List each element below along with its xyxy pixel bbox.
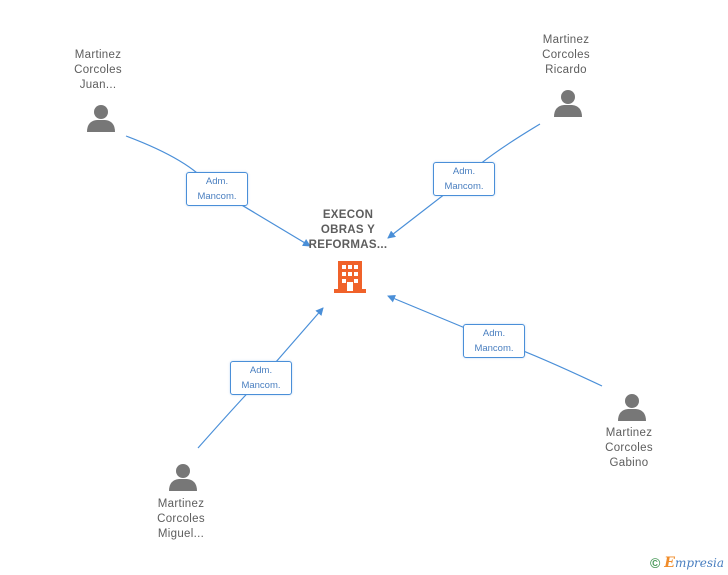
role-badge-juan[interactable]: Adm. Mancom. <box>186 172 248 206</box>
person-icon[interactable] <box>553 89 583 117</box>
role-badge-miguel[interactable]: Adm. Mancom. <box>230 361 292 395</box>
person-icon[interactable] <box>86 104 116 132</box>
brand-logo: Empresia <box>664 555 724 571</box>
company-name[interactable]: EXECON OBRAS Y REFORMAS... <box>308 209 388 251</box>
person-name-ricardo[interactable]: Martinez Corcoles Ricardo <box>542 34 590 76</box>
building-icon[interactable] <box>334 259 366 293</box>
role-badge-gabino[interactable]: Adm. Mancom. <box>463 324 525 358</box>
person-icon[interactable] <box>168 463 198 491</box>
role-badge-ricardo[interactable]: Adm. Mancom. <box>433 162 495 196</box>
person-name-miguel[interactable]: Martinez Corcoles Miguel... <box>157 498 205 540</box>
copyright-icon: © <box>649 555 661 571</box>
person-name-juan[interactable]: Martinez Corcoles Juan... <box>74 49 122 91</box>
person-icon[interactable] <box>617 393 647 421</box>
footer-brand[interactable]: © Empresia <box>650 554 724 572</box>
person-name-gabino[interactable]: Martinez Corcoles Gabino <box>605 427 653 469</box>
